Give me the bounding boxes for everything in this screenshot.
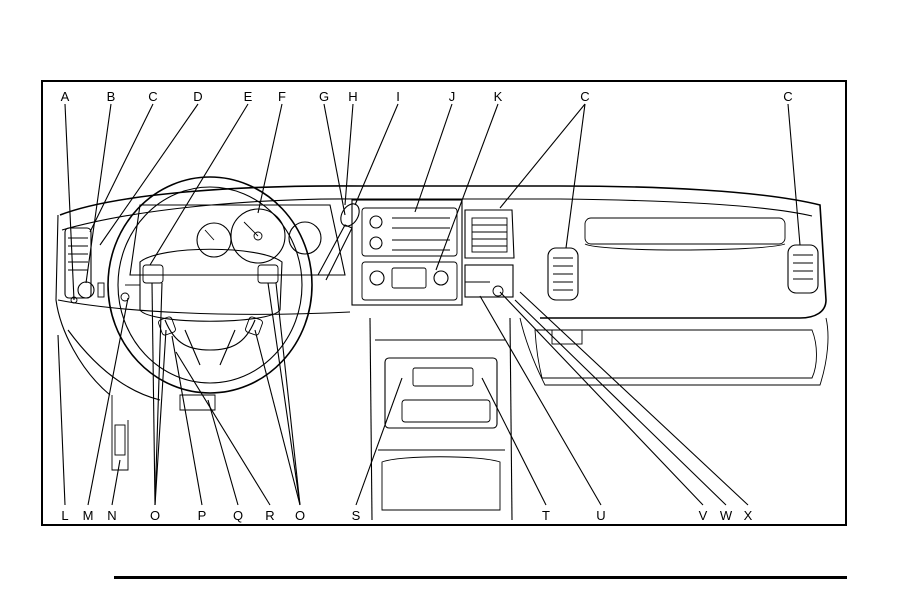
callout-label-r: R	[265, 508, 274, 523]
shift-lever	[318, 201, 363, 280]
callout-label-b: B	[107, 89, 116, 104]
callout-label-s: S	[352, 508, 361, 523]
callout-label-g: G	[319, 89, 329, 104]
center-air-vent	[465, 210, 514, 297]
steering-wheel	[108, 177, 312, 393]
callout-label-d: D	[193, 89, 202, 104]
callout-label-h: H	[348, 89, 357, 104]
passenger-switch	[552, 330, 582, 344]
callout-label-q: Q	[233, 508, 243, 523]
top-callout-labels: A B C D E F G H I J K C C	[61, 89, 793, 104]
callout-label-u: U	[596, 508, 605, 523]
callout-label-p: P	[198, 508, 207, 523]
callout-label-l: L	[61, 508, 68, 523]
callout-label-x: X	[744, 508, 753, 523]
callout-label-j: J	[449, 89, 456, 104]
callout-label-w: W	[720, 508, 733, 523]
callout-label-e: E	[244, 89, 253, 104]
callout-label-o-right: O	[295, 508, 305, 523]
dashboard-outline	[56, 186, 828, 520]
callout-label-f: F	[278, 89, 286, 104]
callout-label-c-center: C	[580, 89, 589, 104]
callout-label-n: N	[107, 508, 116, 523]
audio-system	[352, 200, 462, 305]
callout-label-m: M	[83, 508, 94, 523]
callout-label-v: V	[699, 508, 708, 523]
page-footer-rule	[114, 576, 847, 579]
callout-label-i: I	[396, 89, 400, 104]
instrument-cluster	[130, 205, 345, 275]
callout-label-o-left: O	[150, 508, 160, 523]
callout-label-c-right: C	[783, 89, 792, 104]
callout-label-a: A	[61, 89, 70, 104]
callout-label-k: K	[494, 89, 503, 104]
callout-label-t: T	[542, 508, 550, 523]
right-air-vent	[788, 245, 818, 293]
right-center-air-vent	[548, 248, 578, 300]
callout-label-c: C	[148, 89, 157, 104]
